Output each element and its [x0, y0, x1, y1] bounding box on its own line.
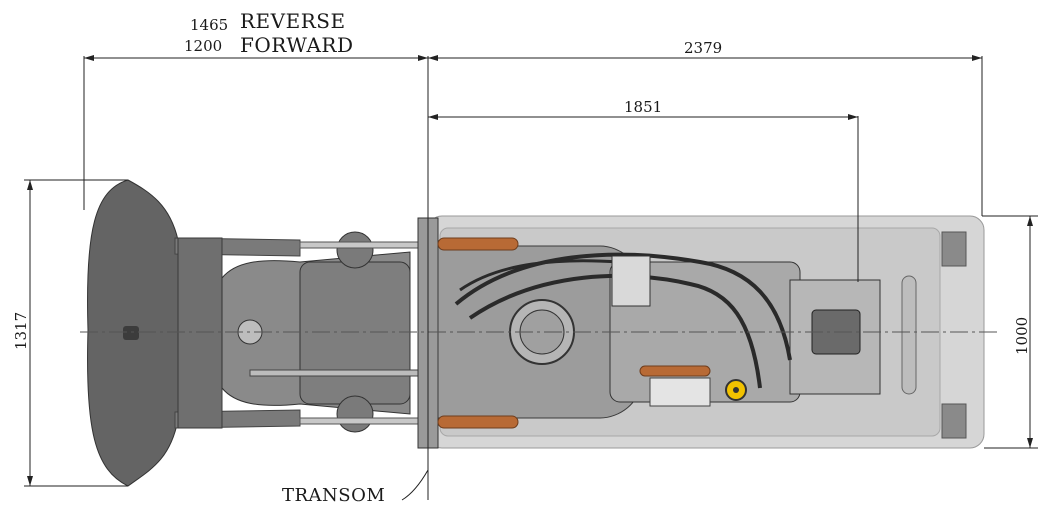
pump-rod-bottom [299, 417, 421, 425]
arrow-1317-bottom [27, 476, 33, 486]
hose-3 [459, 259, 621, 292]
copper-pipe-bottom [437, 415, 519, 429]
transom-leader [401, 469, 429, 501]
arrow-1317-top [27, 180, 33, 190]
pump-rod-top [299, 241, 421, 249]
arrow-1851-right [848, 114, 858, 120]
arrow-1000-bottom [1027, 438, 1033, 448]
reverse-value: 1465 [190, 16, 229, 34]
nozzle-pin [123, 326, 139, 340]
hose-1 [454, 252, 792, 361]
pump-shaft [249, 369, 441, 377]
copper-pipe-mid [639, 365, 711, 377]
pump-housing [299, 261, 411, 405]
transom-label: TRANSOM [282, 485, 386, 506]
arrow-1465-right [418, 55, 428, 61]
hose-2 [468, 273, 762, 389]
filter-block [649, 377, 711, 407]
dim-nozzle-height: 1317 [12, 311, 30, 350]
arrow-2379-left [428, 55, 438, 61]
strut-frame [177, 237, 223, 429]
frame-bracket-bottom [941, 403, 967, 439]
arrow-1465-left [84, 55, 94, 61]
dim-engine-length: 1851 [624, 98, 663, 116]
valve-block [611, 255, 651, 307]
frame-slot [901, 275, 917, 395]
yellow-indicator-center [733, 387, 739, 393]
arrow-1851-left [428, 114, 438, 120]
frame-bracket-top [941, 231, 967, 267]
hydraulic-cyl-top [336, 231, 374, 269]
arrow-2379-right [972, 55, 982, 61]
forward-value: 1200 [184, 37, 223, 55]
arrow-1000-top [1027, 216, 1033, 226]
copper-pipe-top [437, 237, 519, 251]
dim-total-length: 2379 [684, 39, 723, 57]
hydraulic-cyl-bottom [336, 395, 374, 433]
reverse-label: REVERSE [240, 9, 346, 33]
forward-label: FORWARD [240, 33, 354, 57]
dim-frame-width: 1000 [1013, 316, 1031, 355]
